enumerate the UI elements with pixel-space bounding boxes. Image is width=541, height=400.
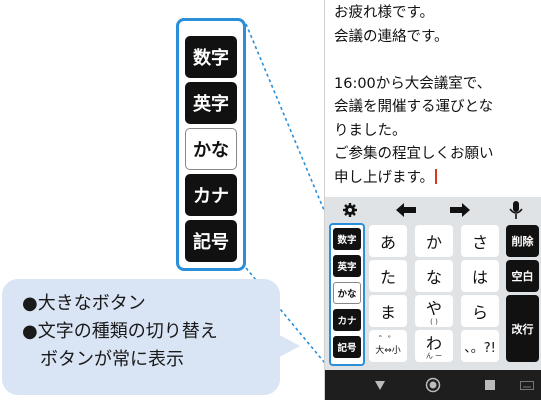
mode-hiragana-button[interactable]: かな [333,282,361,304]
mode-symbol-button[interactable]: 記号 [333,336,361,358]
keyboard-toolbar [325,197,541,223]
key-label: ま [379,303,396,322]
key-label: や [425,299,442,318]
message-line: 会議を開催する運びとな [334,99,494,115]
zoom-mode-katakana: カナ [185,174,237,216]
message-line: 16:00から大会議室で、 [334,75,492,92]
callout-tail [270,330,300,362]
message-line: お疲れ様です。 [334,5,435,21]
key-ka[interactable]: か [415,225,453,257]
navigation-bar [325,370,541,400]
mode-number-button[interactable]: 数字 [333,228,361,250]
back-triangle-icon[interactable] [370,370,390,400]
key-ra[interactable]: ら [461,295,499,327]
key-sub-label: ( ) [430,318,438,326]
keyboard: 数字 英字 かな カナ 記号 あ か さ た な は ま や( ) ら ゛゜ 大… [325,197,541,370]
key-label: ら [471,303,488,322]
message-line: りました。 [334,122,407,139]
key-label: た [379,268,396,287]
key-label: か [425,233,442,252]
zoom-mode-hiragana: かな [185,128,237,170]
key-ya[interactable]: や( ) [415,295,453,327]
key-wa[interactable]: わん ー [415,330,453,362]
zoom-mode-alphabet: 英字 [185,82,237,124]
keyboard-icon[interactable] [517,370,537,400]
key-ta[interactable]: た [369,260,407,292]
callout-line: ●大きなボタン [22,293,146,314]
microphone-icon[interactable] [505,200,527,220]
delete-button[interactable]: 削除 [506,225,539,257]
arrow-left-icon[interactable] [395,200,417,220]
key-na[interactable]: な [415,260,453,292]
callout-line: ●文字の種類の切り替え [22,321,218,342]
gear-icon[interactable] [339,200,361,220]
key-label: さ [471,233,488,252]
mode-katakana-button[interactable]: カナ [333,309,361,331]
key-ma[interactable]: ま [369,295,407,327]
callout-line: ボタンが常に表示 [22,349,184,370]
space-button[interactable]: 空白 [506,260,539,292]
message-line: ご参集の程宜しくお願い [334,146,494,162]
message-line: 会議の連絡です。 [334,28,449,45]
zoomed-mode-panel: 数字 英字 かな カナ 記号 [176,18,246,271]
key-sa[interactable]: さ [461,225,499,257]
zoom-mode-number: 数字 [185,36,237,78]
mode-alphabet-button[interactable]: 英字 [333,255,361,277]
input-mode-column: 数字 英字 かな カナ 記号 [329,223,365,366]
key-label: な [425,268,442,287]
key-dakuten-size[interactable]: ゛゜ 大⇔小 [369,330,407,362]
message-body[interactable]: お疲れ様です。 会議の連絡です。 16:00から大会議室で、 会議を開催する運び… [334,2,539,190]
callout-text: ●大きなボタン ●文字の種類の切り替え ボタンが常に表示 [22,290,218,374]
message-last-line: 申し上げます。 [334,167,539,191]
recents-square-icon[interactable] [480,370,500,400]
key-a[interactable]: あ [369,225,407,257]
zoom-mode-symbol: 記号 [185,220,237,262]
key-label: わ [425,334,442,353]
arrow-right-icon[interactable] [449,200,471,220]
key-sub-label: ん ー [425,352,443,360]
key-label: 、。?! [464,340,496,356]
key-label: ゛゜ 大⇔小 [375,336,401,356]
key-punctuation[interactable]: 、。?! [461,330,499,362]
callout-bubble [2,279,280,395]
key-ha[interactable]: は [461,260,499,292]
message-line: 申し上げます。 [334,169,435,186]
home-circle-icon[interactable] [423,370,443,400]
text-cursor [435,168,437,184]
phone-screen: お疲れ様です。 会議の連絡です。 16:00から大会議室で、 会議を開催する運び… [324,0,541,400]
key-label: あ [379,233,396,252]
enter-button[interactable]: 改行 [506,295,539,362]
key-label: は [471,268,488,287]
message-line-blank [334,49,539,73]
